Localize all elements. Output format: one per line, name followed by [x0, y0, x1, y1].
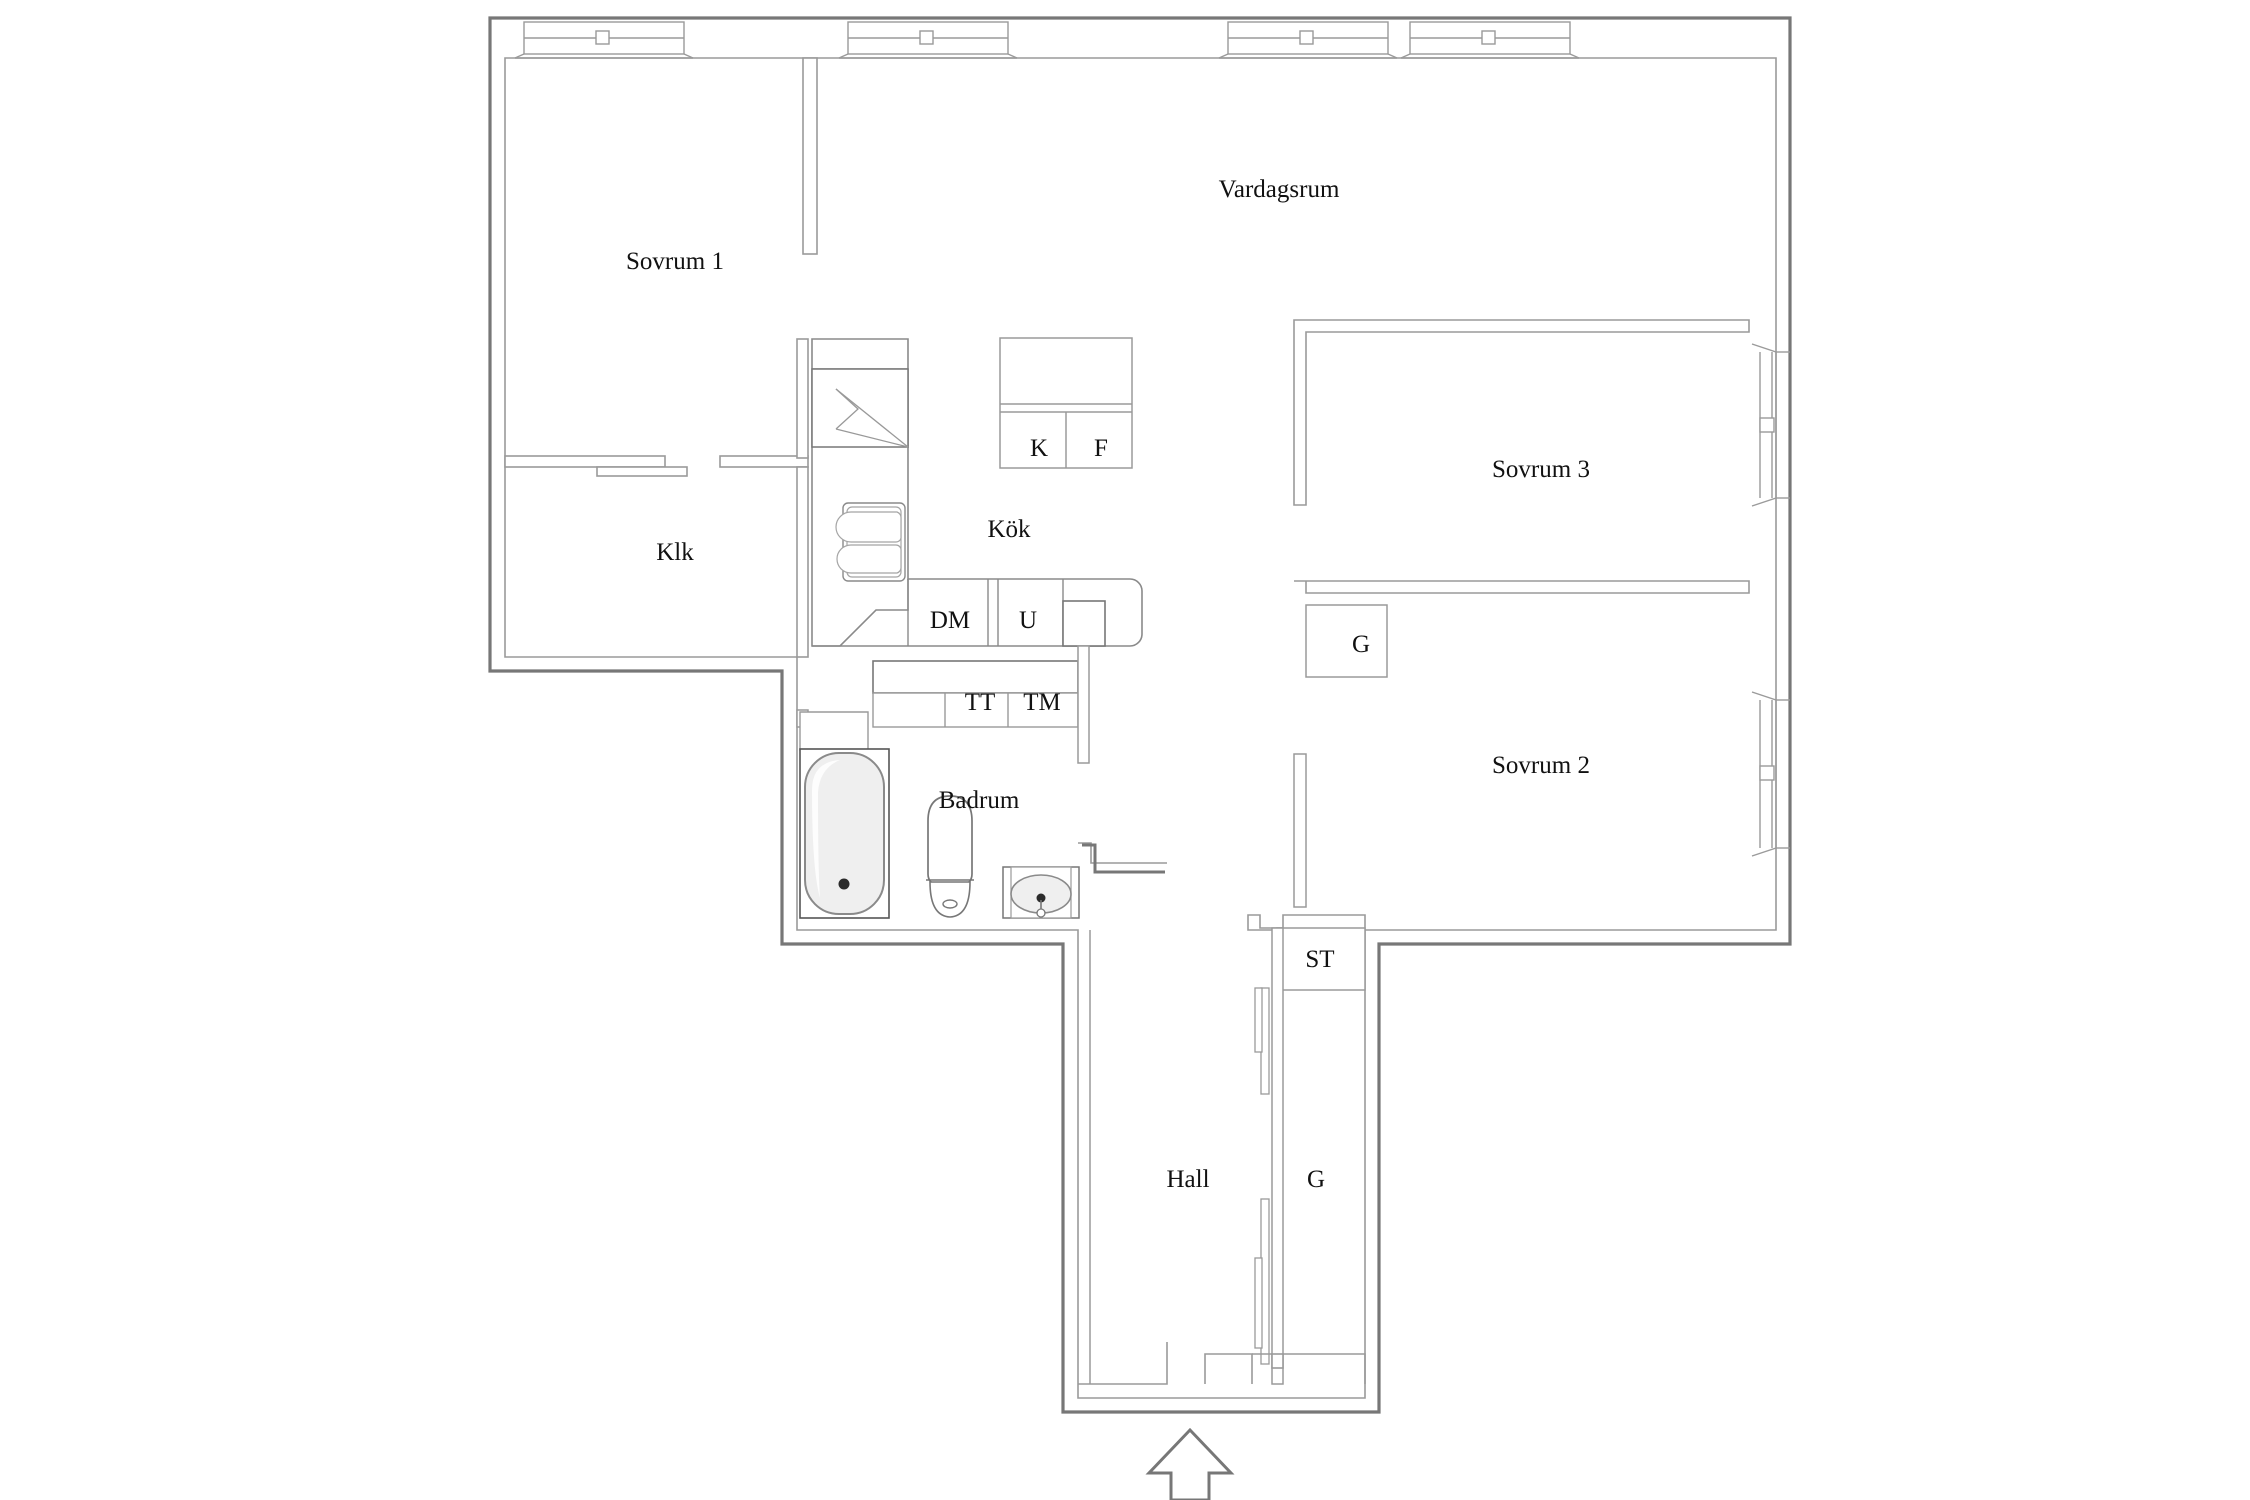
wall-sovrum1-klk — [504, 455, 809, 468]
wall-sovrum3-sovrum2 — [1294, 580, 1750, 594]
outer-wall-inner-face — [504, 57, 1777, 1399]
double-kitchen-sink-icon — [835, 502, 906, 582]
wall-bathroom-right-upper — [1077, 645, 1090, 764]
door-klk[interactable] — [596, 466, 688, 477]
window-top-4 — [1400, 21, 1580, 59]
wall-hall-wardrobe — [1271, 927, 1284, 1385]
bathtub-icon — [799, 748, 890, 919]
fridge-freezer-cabinet — [999, 337, 1133, 469]
balcony-door-sovrum3[interactable] — [1751, 343, 1790, 507]
window-top-3 — [1218, 21, 1398, 59]
wall-klk-right — [796, 338, 809, 658]
sink-basin-icon — [1002, 866, 1080, 919]
outer-wall-outline — [488, 16, 1792, 1414]
kitchen-corner-post — [1062, 600, 1106, 647]
wall-sovrum2-left — [1293, 753, 1307, 908]
balcony-door-sovrum2[interactable] — [1751, 691, 1790, 857]
wardrobe-door-hall-upper[interactable] — [1254, 987, 1270, 1095]
laundry-unit — [872, 660, 1079, 694]
wardrobe-door-hall-lower[interactable] — [1254, 1198, 1270, 1365]
entrance-threshold — [1078, 1342, 1366, 1385]
wall-vardagsrum-sovrum3 — [1293, 319, 1750, 506]
toilet-icon — [926, 795, 974, 918]
stove-icon — [811, 368, 909, 448]
window-top-1 — [514, 21, 694, 59]
window-top-2 — [838, 21, 1018, 59]
cleaning-closet-st — [1276, 927, 1366, 991]
laundry-unit-lower — [872, 692, 1079, 728]
wall-bathroom-hall-jog — [1078, 842, 1167, 864]
bathtub-alcove — [799, 711, 869, 751]
entrance-arrow-icon — [1145, 1427, 1235, 1500]
wall-bathroom-lower — [1082, 843, 1165, 874]
wardrobe-sovrum2 — [1305, 604, 1388, 678]
wall-sovrum1-vardagsrum — [802, 57, 818, 255]
